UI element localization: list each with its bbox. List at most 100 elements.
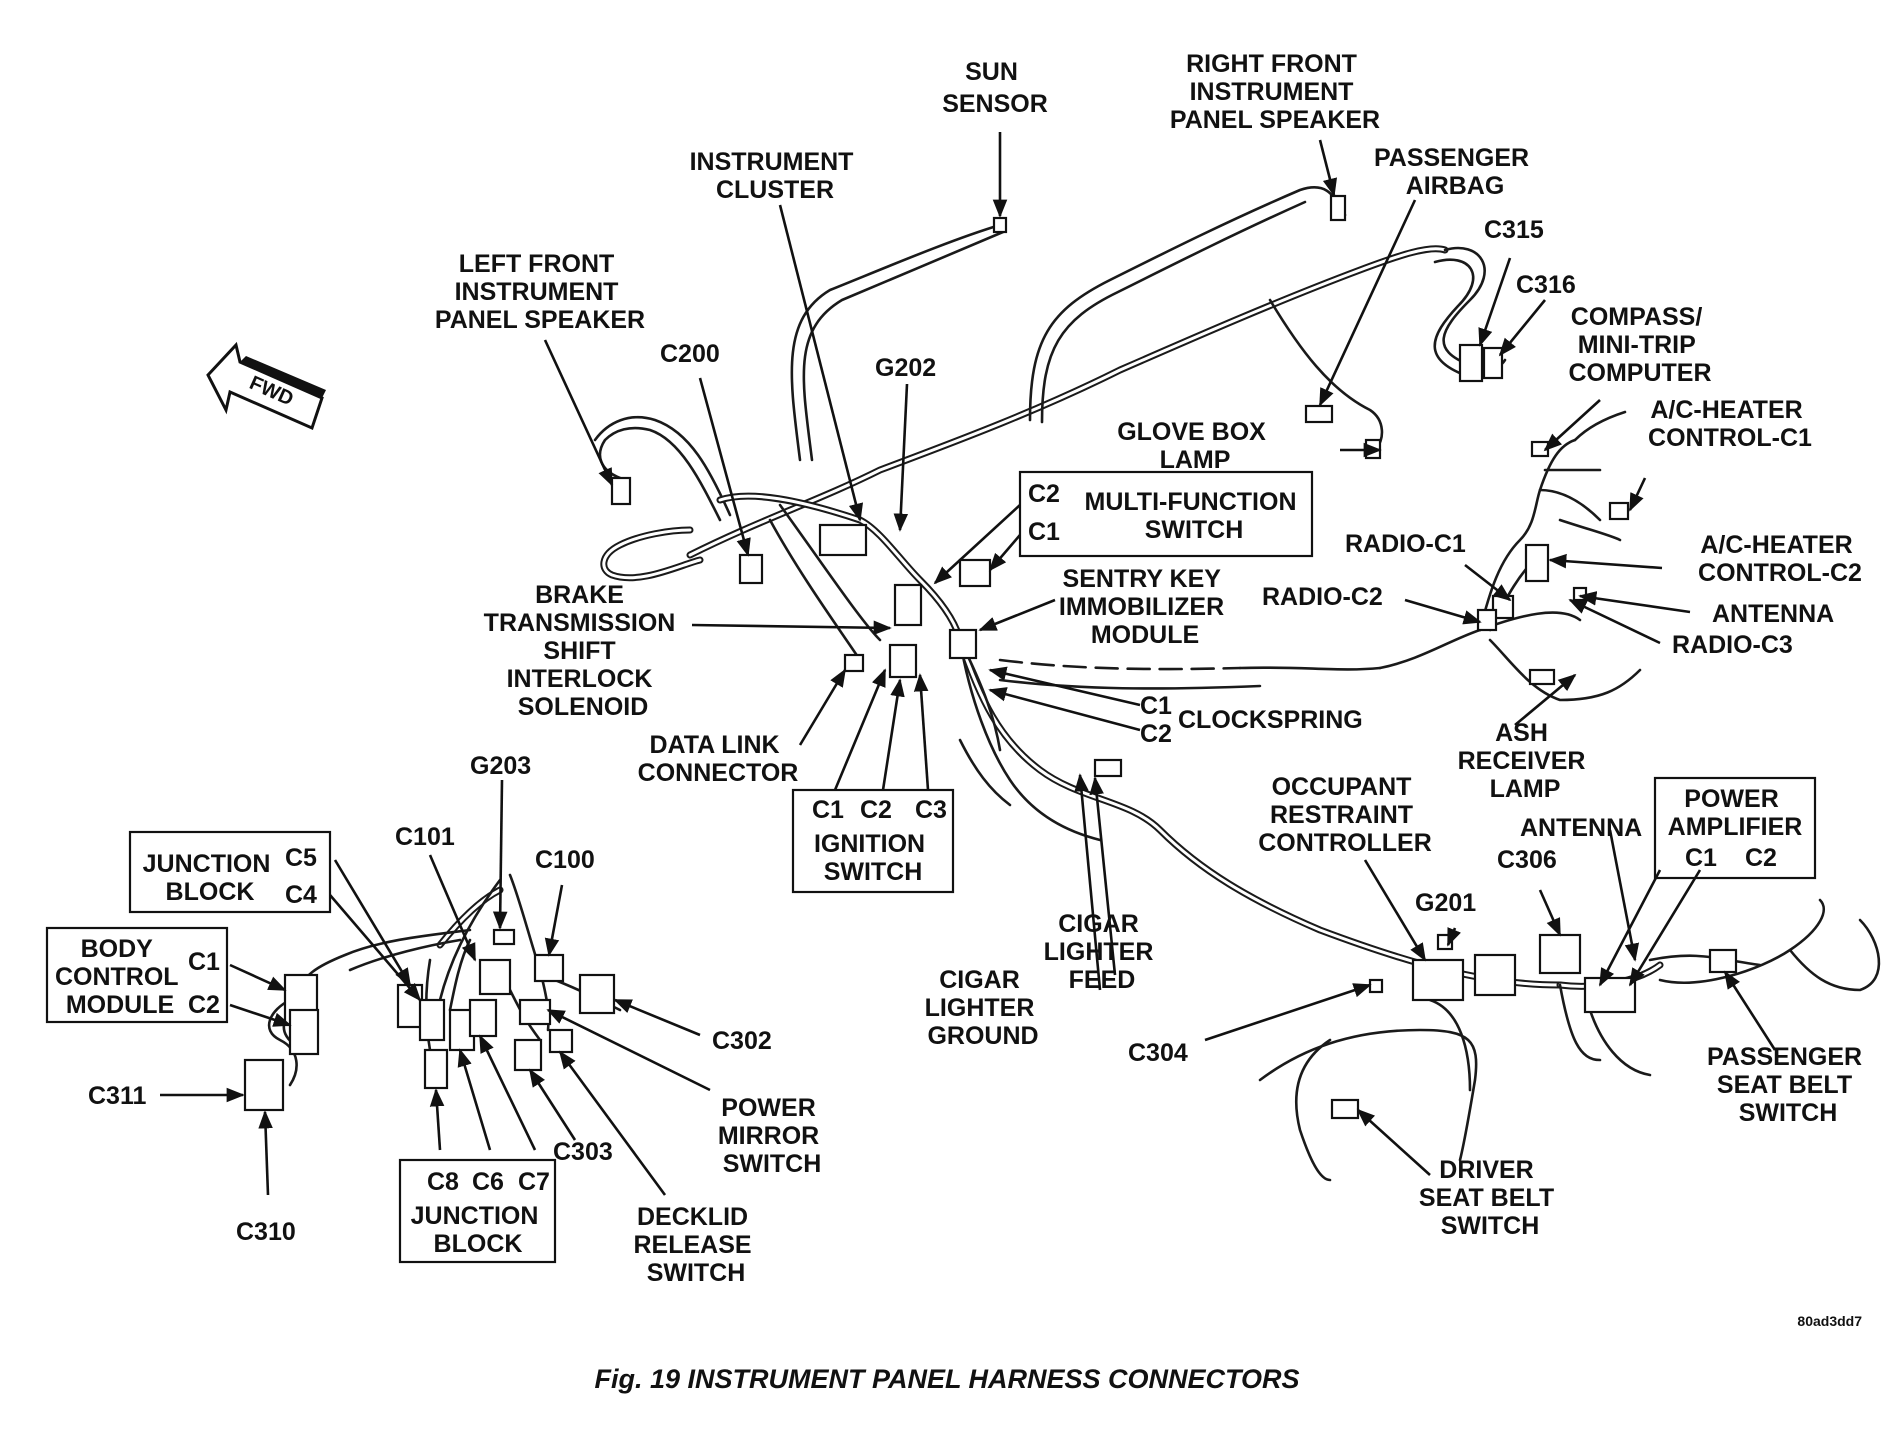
- c101-connector: [478, 958, 512, 996]
- passenger-airbag-label: PASSENGER AIRBAG: [1374, 144, 1536, 200]
- c316-connector: [1482, 346, 1504, 380]
- ignition-switch-box: [791, 788, 955, 894]
- ignition-c3-label: C3: [915, 796, 947, 824]
- multi-function-name-label: MULTI-FUNCTION SWITCH: [1085, 488, 1304, 544]
- lf-speaker-label: LEFT FRONT INSTRUMENT PANEL SPEAKER: [435, 250, 645, 334]
- jb-c6-label: C6: [472, 1168, 504, 1196]
- sun-sensor-connector: [992, 216, 1008, 234]
- figure-caption: Fig. 19 INSTRUMENT PANEL HARNESS CONNECT…: [594, 1364, 1299, 1394]
- multi-function-c2-connector: [958, 558, 992, 588]
- clockspring-c2-label: C2: [1140, 720, 1172, 748]
- junction-block-bottom-name-label: JUNCTION BLOCK: [411, 1202, 546, 1258]
- rf-speaker-label: RIGHT FRONT INSTRUMENT PANEL SPEAKER: [1170, 50, 1380, 134]
- connectors: [243, 194, 1738, 1120]
- jb-c4-label: C4: [285, 881, 317, 909]
- occupant-restraint-connector: [1411, 958, 1465, 1002]
- passenger-belt-connector: [1708, 948, 1738, 974]
- bcm-c1-label: C1: [188, 948, 220, 976]
- clockspring-name-label: CLOCKSPRING: [1178, 706, 1363, 734]
- leader-lines: [160, 132, 1777, 1196]
- g201-label: G201: [1415, 889, 1476, 917]
- ignition-c2-label: C2: [860, 796, 892, 824]
- passenger-belt-label: PASSENGER SEAT BELT SWITCH: [1707, 1043, 1869, 1127]
- jb-c7-connector: [468, 998, 498, 1038]
- data-link-connector: [843, 653, 865, 673]
- sentry-key-label: SENTRY KEY IMMOBILIZER MODULE: [1059, 565, 1231, 649]
- occupant-restraint-connector-2: [1473, 953, 1517, 997]
- compass-label: COMPASS/ MINI-TRIP COMPUTER: [1568, 303, 1711, 387]
- radio-c2-label: RADIO-C2: [1262, 583, 1383, 611]
- c304-connector: [1368, 978, 1384, 994]
- power-amplifier-connector: [1583, 976, 1637, 1014]
- body-control-box: [45, 926, 229, 1024]
- c100-connector: [533, 953, 565, 983]
- label-boxes: [45, 470, 1817, 1264]
- power-amplifier-box: [1653, 776, 1817, 880]
- c101-label: C101: [395, 823, 455, 851]
- bcm-c2-connector: [288, 1008, 320, 1056]
- multi-function-box: [1018, 470, 1314, 558]
- sentry-key-connector: [948, 628, 978, 660]
- ac-heater-c2-connector: [1524, 543, 1550, 583]
- jb-c8-label: C8: [427, 1168, 459, 1196]
- glove-box-lamp-label: GLOVE BOX LAMP: [1117, 418, 1273, 474]
- jb-c5-label: C5: [285, 844, 317, 872]
- junction-block-top-name-label: JUNCTION BLOCK: [143, 850, 278, 906]
- radio-c3-label: RADIO-C3: [1672, 631, 1793, 659]
- jb-c8-connector: [423, 1048, 449, 1090]
- g203-label: G203: [470, 752, 531, 780]
- c316-label: C316: [1516, 271, 1576, 299]
- jb-c7-label: C7: [518, 1168, 550, 1196]
- power-mirror-label: POWER MIRROR SWITCH: [718, 1094, 826, 1178]
- ignition-c1-label: C1: [812, 796, 844, 824]
- antenna-bottom-label: ANTENNA: [1520, 814, 1642, 842]
- c315-label: C315: [1484, 216, 1544, 244]
- multi-function-c2-label: C2: [1028, 480, 1060, 508]
- c315-connector: [1458, 343, 1484, 383]
- decklid-label: DECKLID RELEASE SWITCH: [633, 1203, 758, 1287]
- labels: SUN SENSOR RIGHT FRONT INSTRUMENT PANEL …: [55, 50, 1869, 1287]
- c302-label: C302: [712, 1027, 772, 1055]
- driver-belt-connector: [1330, 1098, 1360, 1120]
- body-control-name-label: BODY CONTROL MODULE: [55, 935, 185, 1019]
- multi-function-c1-label: C1: [1028, 518, 1060, 546]
- ac-heater-c1-label: A/C-HEATER CONTROL-C1: [1648, 396, 1812, 452]
- passenger-airbag-connector: [1304, 404, 1334, 424]
- ac-heater-c1-connector: [1608, 501, 1630, 521]
- instrument-cluster-label: INSTRUMENT CLUSTER: [690, 148, 861, 204]
- c306-label: C306: [1497, 846, 1557, 874]
- ignition-name-label: IGNITION SWITCH: [814, 830, 932, 886]
- clockspring-c1-label: C1: [1140, 692, 1172, 720]
- decklid-connector: [548, 1028, 574, 1054]
- c100-label: C100: [535, 846, 595, 874]
- power-amplifier-c2-label: C2: [1745, 844, 1777, 872]
- ash-receiver-connector: [1528, 668, 1556, 686]
- antenna-top-label: ANTENNA: [1712, 600, 1834, 628]
- cigar-ground-label: CIGAR LIGHTER GROUND: [925, 966, 1042, 1050]
- c311-c310-connector: [243, 1058, 285, 1112]
- driver-belt-label: DRIVER SEAT BELT SWITCH: [1419, 1156, 1561, 1240]
- brake-shift-label: BRAKE TRANSMISSION SHIFT INTERLOCK SOLEN…: [484, 581, 683, 721]
- power-mirror-connector: [518, 998, 552, 1026]
- cigar-lighter-connector: [1093, 758, 1123, 778]
- c303-connector: [513, 1038, 543, 1072]
- radio-c1-label: RADIO-C1: [1345, 530, 1466, 558]
- c200-connector: [738, 553, 764, 585]
- c302-connector: [578, 973, 616, 1015]
- jb-c5-connector: [396, 983, 424, 1029]
- radio-c3-connector: [1572, 586, 1588, 602]
- power-amplifier-name-label: POWER AMPLIFIER: [1668, 785, 1803, 841]
- rf-speaker-connector: [1329, 194, 1347, 222]
- c306-connector: [1538, 933, 1582, 975]
- c200-label: C200: [660, 340, 720, 368]
- junction-block-bottom-box: [398, 1158, 557, 1264]
- c303-label: C303: [553, 1138, 613, 1166]
- ash-receiver-label: ASH RECEIVER LAMP: [1458, 719, 1593, 803]
- c304-label: C304: [1128, 1039, 1188, 1067]
- sun-sensor-label: SUN SENSOR: [942, 58, 1048, 118]
- c310-label: C310: [236, 1218, 296, 1246]
- power-amplifier-c1-label: C1: [1685, 844, 1717, 872]
- junction-block-top-box: [128, 830, 332, 914]
- ignition-switch-connector: [888, 643, 918, 679]
